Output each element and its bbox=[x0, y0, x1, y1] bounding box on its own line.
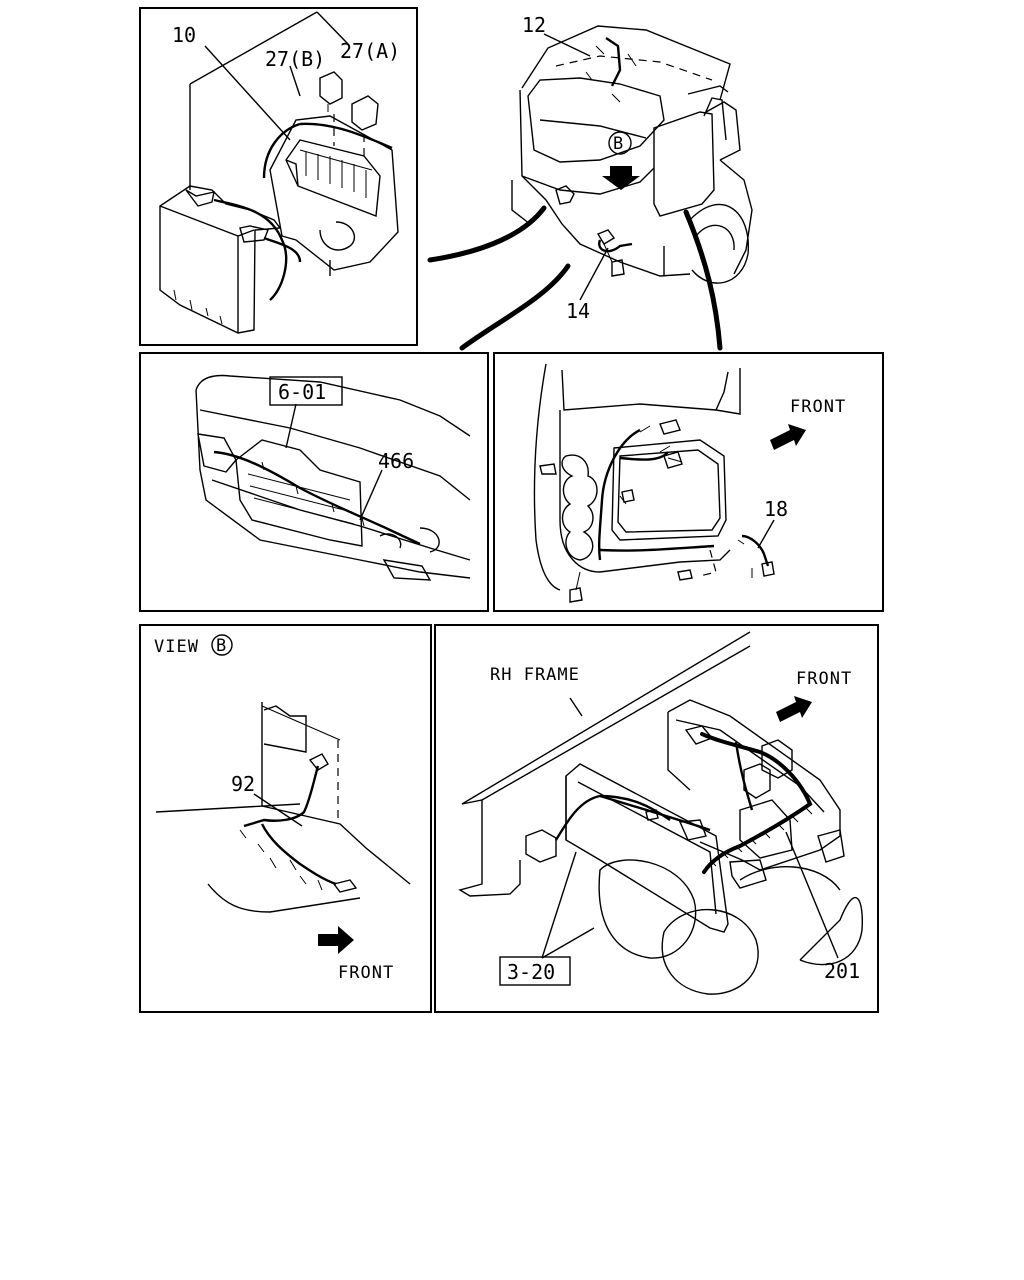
view-b-title-letter: B bbox=[216, 636, 227, 656]
callout-27a: 27(A) bbox=[340, 39, 400, 63]
ref-label-6-01: 6-01 bbox=[278, 380, 326, 404]
ref-box-6-01 bbox=[269, 376, 343, 406]
callout-14: 14 bbox=[566, 299, 590, 323]
view-b-marker-icon bbox=[608, 131, 632, 155]
view-b-panel: VIEW B 92 FRONT bbox=[139, 624, 432, 1013]
view-b-arrow-icon bbox=[602, 166, 640, 190]
front-arrow-icon bbox=[770, 424, 806, 450]
link-leader-front bbox=[459, 263, 571, 351]
door-front-label: FRONT bbox=[790, 397, 846, 417]
link-leader-fuse bbox=[427, 205, 547, 263]
ref-label-3-20: 3-20 bbox=[507, 960, 555, 984]
view-b-front-arrow-icon bbox=[318, 926, 354, 954]
callout-201: 201 bbox=[824, 959, 860, 983]
front-panel-frame bbox=[139, 352, 489, 612]
door-panel-frame bbox=[493, 352, 884, 612]
fuse-box-panel: 10 27(B) 27(A) bbox=[139, 7, 418, 346]
callout-92: 92 bbox=[231, 772, 255, 796]
view-b-front-label: FRONT bbox=[338, 963, 394, 983]
cab-rear-view: B 12 14 bbox=[511, 13, 753, 323]
frame-front-label: FRONT bbox=[796, 669, 852, 689]
callout-466: 466 bbox=[378, 449, 414, 473]
door-panel-view: 18 FRONT bbox=[493, 352, 884, 612]
callout-27b: 27(B) bbox=[265, 47, 325, 71]
callout-10: 10 bbox=[172, 23, 196, 47]
frame-front-arrow-icon bbox=[776, 696, 812, 722]
frame-panel-view: 201 3-20 RH FRAME FRONT bbox=[434, 624, 879, 1013]
view-b-frame bbox=[139, 624, 432, 1013]
callout-12: 12 bbox=[522, 13, 546, 37]
ref-box-3-20 bbox=[499, 956, 571, 986]
view-b-marker-letter: B bbox=[613, 134, 624, 154]
view-b-title-marker-icon bbox=[211, 634, 233, 656]
front-panel-view: 6-01 466 bbox=[139, 352, 489, 612]
rh-frame-label: RH FRAME bbox=[490, 665, 580, 685]
view-b-title: VIEW bbox=[154, 637, 199, 657]
callout-18: 18 bbox=[764, 497, 788, 521]
link-leader-door bbox=[683, 209, 723, 351]
